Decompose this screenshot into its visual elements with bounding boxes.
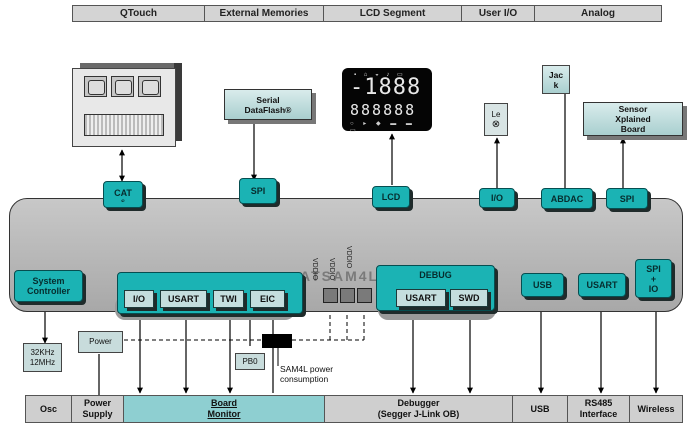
sensor-board-label-3: Board [620, 124, 646, 134]
usart-interface: USART [160, 290, 207, 308]
footer-power-line-2: Supply [82, 409, 113, 419]
sensor-board-label-1: Sensor [618, 104, 648, 114]
power-consumption-line-2: consumption [280, 374, 329, 384]
power-measure-block [262, 334, 292, 348]
led-label: Le [491, 109, 501, 119]
footer-osc: Osc [25, 395, 72, 423]
vddio-label-2: VDDIO [328, 258, 335, 281]
vddio-pad-2 [340, 288, 355, 303]
debug-label: DEBUG [419, 270, 452, 280]
twi-label: TWI [220, 294, 237, 304]
usart-rs485-label: USART [586, 280, 618, 290]
jack-label-1: Jac [548, 69, 564, 80]
power-consumption-line-1: SAM4L power [280, 364, 334, 374]
spi-flash-interface: SPI [239, 178, 277, 204]
spi-io-label-2: + [650, 273, 657, 284]
footer-debugger-line-1: Debugger [397, 398, 440, 408]
usb-label: USB [532, 280, 552, 290]
footer-usb-line-1: USB [530, 403, 550, 414]
debug-usart-label: USART [405, 293, 437, 303]
lcd-label: LCD [381, 192, 401, 202]
footer-board-monitor: Board Monitor [123, 395, 325, 423]
power-label: Power [89, 337, 112, 346]
system-controller-label-2: Controller [26, 286, 70, 296]
footer-wireless-line-1: Wireless [637, 403, 675, 414]
lcd-interface: LCD [372, 186, 410, 208]
debug-usart-interface: USART [396, 289, 446, 307]
footer-wireless: Wireless [629, 395, 683, 423]
osc-freq-2: 12MHz [29, 357, 56, 367]
oscillator-box: 32KHz 12MHz [23, 343, 62, 372]
spi-flash-label: SPI [250, 186, 266, 196]
lcd-digits: -1888 [350, 75, 422, 100]
header-tab-analog: Analog [534, 5, 662, 22]
vddio-pad-3 [357, 288, 372, 303]
debug-swd-interface: SWD [450, 289, 488, 307]
footer-power-line-1: Power [83, 398, 111, 408]
footer-debugger: Debugger (Segger J-Link OB) [324, 395, 513, 423]
sensor-xplained-board-box: Sensor Xplained Board [583, 102, 683, 136]
footer-debugger-line-2: (Segger J-Link OB) [377, 409, 460, 419]
vddio-pad-1 [323, 288, 338, 303]
lcd-top-icons: ▪ ⌂ ◒ ♪ ▭ [354, 72, 406, 78]
sensor-board-label-2: Xplained [615, 114, 651, 124]
qtouch-button-3 [138, 76, 161, 97]
system-controller: System Controller [14, 270, 83, 302]
spi-sensor-label: SPI [619, 193, 635, 204]
serial-dataflash-box: Serial DataFlash® [224, 89, 312, 120]
mcu-name: ATSAM4L [300, 268, 380, 284]
qtouch-board [72, 68, 176, 147]
pb0-label: PB0 [242, 356, 258, 366]
usart-rs485-interface: USART [578, 273, 626, 297]
abdac-label: ABDAC [550, 193, 584, 204]
spi-io-interface: SPI + IO [635, 259, 672, 298]
qtouch-slider [84, 114, 164, 136]
footer-osc-line-1: Osc [39, 403, 57, 414]
io-interface: I/O [124, 290, 154, 308]
lcd-segment-row: 888888 [350, 101, 417, 119]
osc-freq-1: 32KHz [30, 347, 55, 357]
led-box: Le ⊗ [484, 103, 508, 136]
io-top-interface: I/O [479, 188, 515, 208]
usb-interface: USB [521, 273, 564, 297]
abdac-interface: ABDAC [541, 188, 593, 209]
footer-board-monitor-line-1: Board [210, 398, 237, 408]
footer-board-monitor-line-2: Monitor [207, 409, 241, 419]
jack-box: Jac k [542, 65, 570, 94]
vddio-label-1: VDDIO [311, 258, 318, 281]
footer-rs485: RS485 Interface [567, 395, 630, 423]
power-consumption-text: SAM4L power consumption [280, 364, 333, 384]
footer-usb: USB [512, 395, 568, 423]
qtouch-button-2 [111, 76, 134, 97]
header-tab-user-io: User I/O [461, 5, 535, 22]
footer-power-supply: Power Supply [71, 395, 124, 423]
led-icon: ⊗ [491, 118, 501, 130]
system-controller-label-1: System [32, 276, 65, 286]
pb0-box: PB0 [235, 353, 265, 370]
jack-label-2: k [553, 79, 559, 90]
cat-interface: CAT S [103, 181, 143, 208]
cat-label-2: S [121, 198, 125, 202]
serial-dataflash-label: Serial DataFlash® [244, 94, 292, 115]
footer-rs485-line-2: Interface [579, 409, 618, 419]
power-box: Power [78, 331, 123, 353]
qtouch-button-1 [84, 76, 107, 97]
eic-interface: EIC [250, 290, 285, 308]
footer-rs485-line-1: RS485 [584, 398, 613, 408]
spi-io-label-1: SPI [646, 263, 661, 274]
spi-sensor-interface: SPI [606, 188, 648, 209]
io-label: I/O [132, 294, 145, 304]
cat-label-1: CAT [114, 187, 132, 198]
lcd-bottom-icons: ○ ▸ ◆ ▬ ▬ ▭ [350, 121, 416, 134]
spi-io-label-3: IO [648, 283, 659, 294]
debug-swd-label: SWD [458, 293, 480, 303]
vddio-label-3: VDDIO [345, 246, 352, 269]
lcd-segment-display: ▪ ⌂ ◒ ♪ ▭ -1888 888888 ○ ▸ ◆ ▬ ▬ ▭ [342, 68, 432, 134]
eic-label: EIC [259, 294, 275, 304]
usart-label: USART [168, 294, 199, 304]
twi-interface: TWI [213, 290, 244, 308]
io-top-label: I/O [490, 193, 503, 203]
